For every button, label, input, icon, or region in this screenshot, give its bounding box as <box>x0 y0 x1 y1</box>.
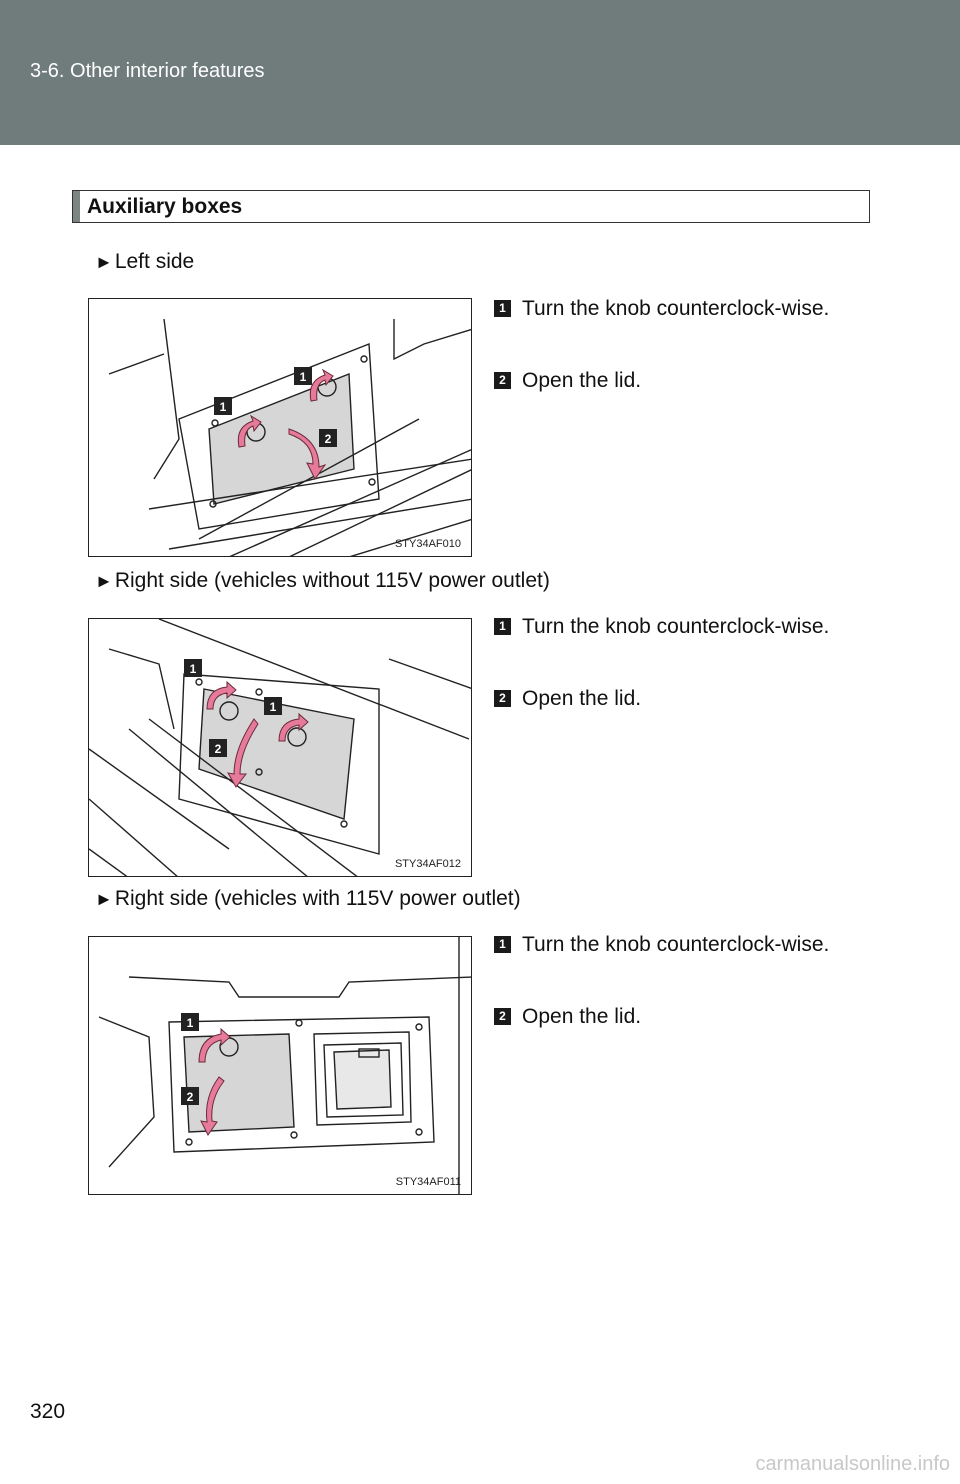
step-number-badge: 2 <box>494 690 511 707</box>
step-number-badge: 1 <box>494 936 511 953</box>
page-number: 320 <box>30 1400 66 1423</box>
svg-text:2: 2 <box>215 742 222 756</box>
step-text: Turn the knob counterclock-wise. <box>522 297 830 320</box>
figure-code: STY34AF010 <box>394 538 461 550</box>
svg-text:2: 2 <box>325 432 332 446</box>
step-1: 1 Turn the knob counterclock-wise. <box>494 292 866 326</box>
svg-text:1: 1 <box>270 700 277 714</box>
figure-left-side: 1 1 2 STY34AF010 <box>88 298 472 557</box>
section-title-box: Auxiliary boxes <box>72 190 870 223</box>
svg-text:1: 1 <box>187 1016 194 1030</box>
step-number-badge: 1 <box>494 618 511 635</box>
svg-text:1: 1 <box>220 400 227 414</box>
header-band: 3-6. Other interior features <box>0 0 960 145</box>
step-number-badge: 2 <box>494 1008 511 1025</box>
step-text: Turn the knob counterclock-wise. <box>522 933 830 956</box>
subheading-left-side: ►Left side <box>95 250 195 273</box>
step-text: Open the lid. <box>522 1005 642 1028</box>
svg-text:2: 2 <box>187 1090 194 1104</box>
subheading-right-side-with-outlet: ►Right side (vehicles with 115V power ou… <box>95 887 521 910</box>
section-title: Auxiliary boxes <box>87 195 243 218</box>
figure-right-side-without-outlet: 1 1 2 STY34AF012 <box>88 618 472 877</box>
section-label: 3-6. Other interior features <box>30 60 265 82</box>
watermark: carmanualsonline.info <box>755 1453 950 1475</box>
step-text: Open the lid. <box>522 687 642 710</box>
figure-right-side-with-outlet: 1 2 STY34AF011 <box>88 936 472 1195</box>
triangle-bullet-icon: ► <box>95 889 113 909</box>
step-2: 2 Open the lid. <box>494 1000 866 1034</box>
step-text: Open the lid. <box>522 369 642 392</box>
svg-text:1: 1 <box>190 662 197 676</box>
step-number-badge: 1 <box>494 300 511 317</box>
step-1: 1 Turn the knob counterclock-wise. <box>494 928 866 962</box>
figure-code: STY34AF012 <box>394 858 461 870</box>
triangle-bullet-icon: ► <box>95 252 113 272</box>
right-side-illustration: 1 1 2 <box>89 619 471 876</box>
triangle-bullet-icon: ► <box>95 571 113 591</box>
step-number-badge: 2 <box>494 372 511 389</box>
title-accent-bar <box>73 191 80 222</box>
left-side-illustration: 1 1 2 <box>108 318 471 556</box>
figure-code: STY34AF011 <box>395 1176 461 1188</box>
svg-text:1: 1 <box>300 370 307 384</box>
step-2: 2 Open the lid. <box>494 682 866 716</box>
step-2: 2 Open the lid. <box>494 364 866 398</box>
power-outlet-illustration: 1 2 <box>98 937 471 1194</box>
step-text: Turn the knob counterclock-wise. <box>522 615 830 638</box>
step-1: 1 Turn the knob counterclock-wise. <box>494 610 866 644</box>
subheading-right-side-without-outlet: ►Right side (vehicles without 115V power… <box>95 569 550 592</box>
